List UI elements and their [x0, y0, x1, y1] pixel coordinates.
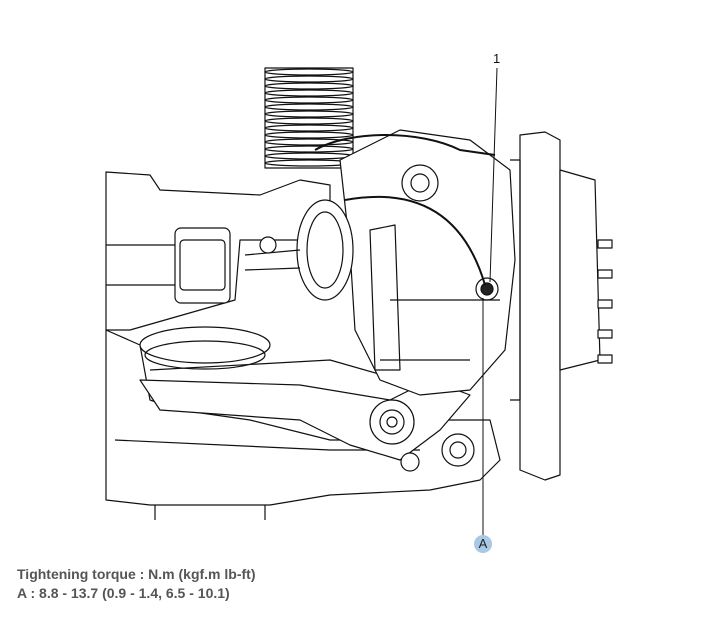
boot-ridge — [264, 124, 354, 132]
boot-ridge — [264, 82, 354, 90]
wheel-stud — [597, 239, 613, 249]
boot-ridge — [264, 110, 354, 118]
bushing — [106, 227, 231, 304]
sensor-cable — [314, 134, 496, 286]
boot-ridge — [264, 145, 354, 153]
shock-absorber-boot — [264, 67, 354, 169]
boot-ridge — [264, 89, 354, 97]
wheel-stud — [597, 354, 613, 364]
coil-spring — [139, 326, 271, 370]
torque-spec-value-a: A : 8.8 - 13.7 (0.9 - 1.4, 6.5 - 10.1) — [17, 585, 230, 601]
callout-point-a: A — [474, 535, 492, 553]
boot-ridge — [264, 75, 354, 83]
wheel-stud — [597, 299, 613, 309]
boot-ridge — [264, 96, 354, 104]
upper-arm — [244, 199, 354, 301]
boot-ridge — [264, 138, 354, 146]
wheel-stud — [597, 269, 613, 279]
boot-ridge — [264, 103, 354, 111]
callout-part-1: 1 — [493, 51, 501, 66]
lower-bolt — [400, 433, 475, 472]
torque-spec-title: Tightening torque : N.m (kgf.m lb-ft) — [17, 566, 256, 582]
wheel-stud — [597, 329, 613, 339]
boot-ridge — [264, 117, 354, 125]
leader-line-1 — [489, 67, 498, 283]
lower-control-arm — [139, 379, 471, 461]
boot-ridge — [264, 68, 354, 76]
brake-disc-hub — [510, 131, 613, 481]
knuckle — [339, 129, 516, 396]
boot-ridge — [264, 131, 354, 139]
